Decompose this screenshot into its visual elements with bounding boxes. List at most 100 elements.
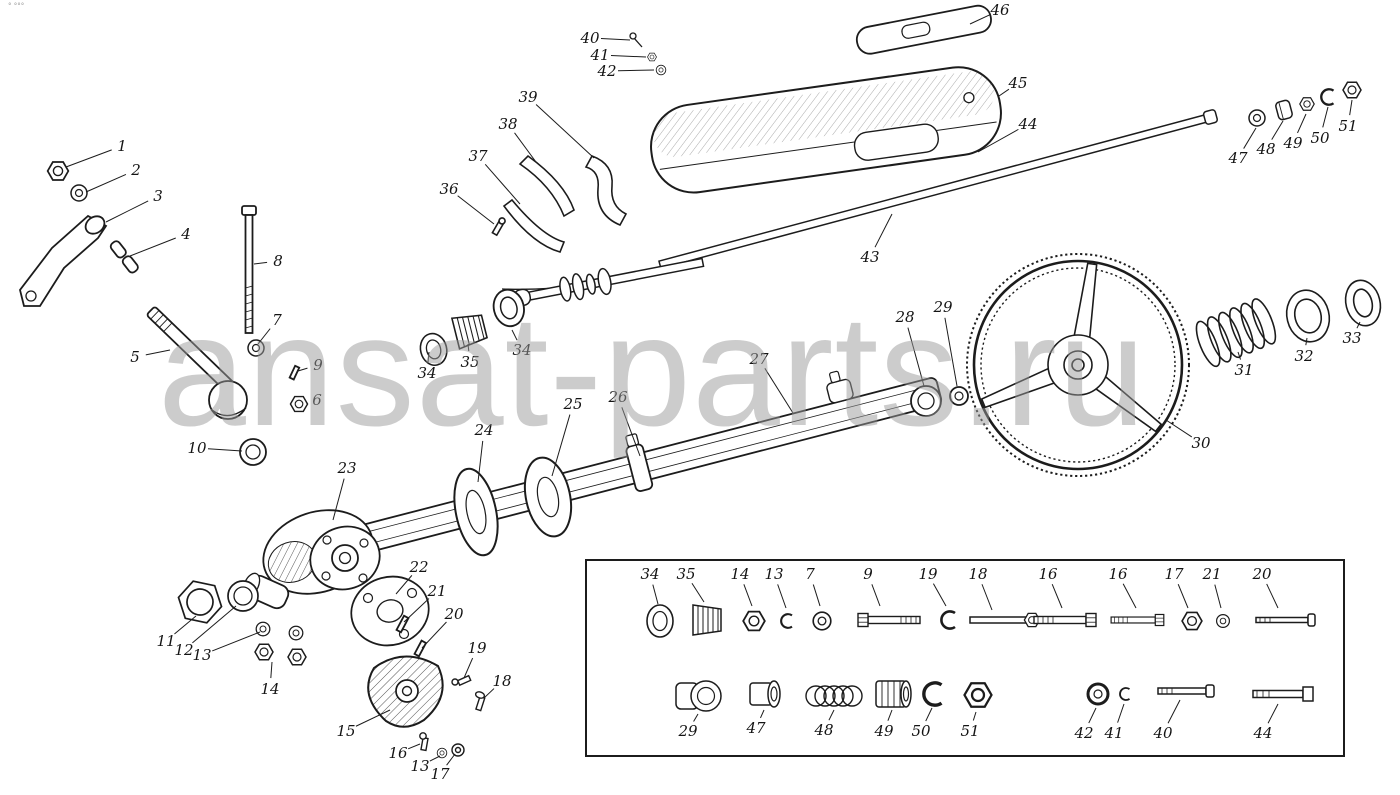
support-bracket [367, 655, 486, 759]
callout-5: 5 [130, 348, 140, 366]
callout-13: 13 [764, 565, 784, 583]
jacket-upper-strip [855, 4, 992, 55]
callout-10: 10 [187, 439, 207, 457]
callout-47: 47 [746, 719, 766, 737]
callout-13: 13 [410, 757, 430, 775]
clamp-straps [491, 154, 628, 253]
box-part-51 [963, 682, 993, 708]
column-jacket-cover [650, 66, 1002, 194]
parts-box [585, 559, 1345, 757]
callout-33: 33 [1342, 329, 1362, 347]
callout-7: 7 [805, 565, 815, 583]
callout-44: 44 [1253, 724, 1273, 742]
callout-47: 47 [1228, 149, 1248, 167]
ball-joint-housing [208, 380, 248, 420]
callout-22: 22 [409, 558, 429, 576]
callout-7: 7 [272, 311, 282, 329]
callout-16: 16 [388, 744, 408, 762]
callout-27: 27 [749, 350, 769, 368]
callout-42: 42 [1074, 724, 1094, 742]
hub-bushings [910, 385, 969, 417]
callout-46: 46 [990, 1, 1010, 19]
strap-38 [518, 154, 575, 218]
callout-37: 37 [468, 147, 488, 165]
callout-50: 50 [911, 722, 931, 740]
callout-48: 48 [1256, 140, 1276, 158]
callout-40: 40 [580, 29, 600, 47]
callout-50: 50 [1310, 129, 1330, 147]
worm-shaft [513, 257, 705, 307]
strap-37 [502, 198, 566, 253]
callout-14: 14 [260, 680, 280, 698]
callout-21: 21 [427, 582, 447, 600]
box-part-18 [969, 612, 1041, 628]
callout-18: 18 [492, 672, 512, 690]
box-part-40 [1157, 684, 1215, 698]
callout-11: 11 [156, 632, 176, 650]
pitman-arm-assembly [19, 160, 309, 466]
callout-2: 2 [131, 161, 141, 179]
screw-40 [633, 37, 643, 48]
callout-42: 42 [597, 62, 617, 80]
bushing-48 [1275, 99, 1293, 121]
callout-34: 34 [512, 341, 532, 359]
callout-12: 12 [174, 641, 194, 659]
callout-19: 19 [918, 565, 938, 583]
callout-41: 41 [590, 46, 610, 64]
gear-housing [242, 509, 381, 610]
bracket-39 [584, 155, 628, 227]
small-screws-top [629, 32, 667, 76]
callout-16: 16 [1038, 565, 1058, 583]
callout-9: 9 [863, 565, 873, 583]
callout-41: 41 [1104, 724, 1124, 742]
callout-20: 20 [1252, 565, 1272, 583]
callout-25: 25 [563, 395, 583, 413]
callout-35: 35 [676, 565, 696, 583]
callout-44: 44 [1018, 115, 1038, 133]
box-part-47 [749, 680, 781, 708]
steering-shaft-rod [658, 109, 1219, 270]
callout-3: 3 [153, 187, 163, 205]
callout-29: 29 [678, 722, 698, 740]
callout-32: 32 [1294, 347, 1314, 365]
lever-3 [19, 214, 108, 307]
bolt-8 [241, 205, 257, 334]
callout-51: 51 [1338, 117, 1358, 135]
callout-35: 35 [460, 353, 480, 371]
bolt-36 [491, 217, 506, 237]
callout-16: 16 [1108, 565, 1128, 583]
callout-14: 14 [730, 565, 750, 583]
callout-34: 34 [640, 565, 660, 583]
ring-12 [227, 580, 259, 612]
callout-49: 49 [874, 722, 894, 740]
callout-23: 23 [337, 459, 357, 477]
callout-6: 6 [312, 391, 322, 409]
callout-4: 4 [181, 225, 191, 243]
callout-28: 28 [895, 308, 915, 326]
callout-40: 40 [1153, 724, 1173, 742]
corner-mark: ° °°° [8, 2, 25, 10]
callout-51: 51 [960, 722, 980, 740]
tube-bracket [826, 370, 854, 404]
box-part-49 [875, 680, 912, 708]
callout-20: 20 [444, 605, 464, 623]
callout-19: 19 [467, 639, 487, 657]
box-part-42 [1086, 682, 1110, 706]
pin-9 [288, 364, 301, 381]
roller-4b [121, 255, 139, 274]
callout-29: 29 [933, 298, 953, 316]
floor-seals [453, 456, 573, 557]
callout-45: 45 [1008, 74, 1028, 92]
callout-43: 43 [860, 248, 880, 266]
box-part-20 [1255, 613, 1316, 627]
callout-31: 31 [1234, 361, 1254, 379]
callout-48: 48 [814, 721, 834, 739]
roller-4a [109, 240, 127, 259]
callout-30: 30 [1191, 434, 1211, 452]
callout-24: 24 [474, 421, 494, 439]
callout-8: 8 [273, 252, 283, 270]
callout-17: 17 [1164, 565, 1184, 583]
